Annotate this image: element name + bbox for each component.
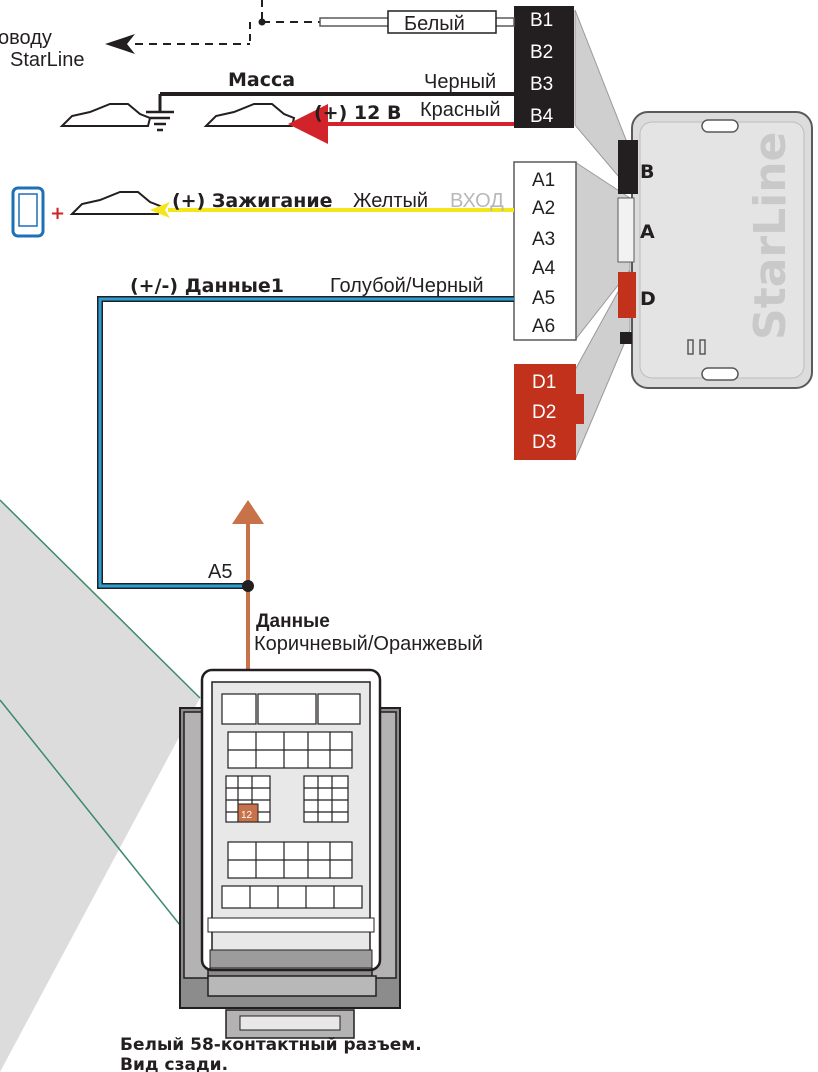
white-wire-label: Белый — [404, 13, 465, 35]
starline-lead-line1: оводу — [0, 27, 52, 49]
ground-color: Черный — [424, 71, 496, 93]
ground-wire: Масса Черный — [146, 69, 514, 132]
white-wire: Белый оводу StarLine — [0, 0, 515, 71]
phone-icon — [11, 186, 45, 238]
port-a-label: A — [640, 221, 655, 243]
pin-a2: A2 — [532, 198, 555, 219]
car-wire-title: Данные — [256, 611, 330, 632]
data1-wire: (+/-) Данные1 Голубой/Черный A5 — [97, 275, 514, 589]
zoom-cone — [0, 500, 200, 1072]
ignition-direction: ВХОД — [450, 190, 504, 212]
pin-d3: D3 — [532, 432, 556, 453]
car-wire-color: Коричневый/Оранжевый — [254, 633, 483, 655]
junction-pin-label: A5 — [208, 561, 232, 583]
connector-a: A1 A2 A3 A4 A5 A6 — [513, 161, 577, 341]
pin-b4: B4 — [530, 106, 554, 127]
connector-d: D1 D2 D3 — [514, 364, 584, 460]
module-brand: StarLine — [745, 132, 796, 340]
starline-module: StarLine B A D — [617, 111, 813, 389]
power-wire: (+) 12 В Красный — [288, 99, 514, 144]
pin-a6: A6 — [532, 316, 555, 337]
pin-a5: A5 — [532, 288, 555, 309]
pin-12-label: 12 — [241, 810, 253, 821]
power-color: Красный — [420, 99, 501, 121]
port-d-label: D — [640, 288, 656, 310]
starline-lead-line2: StarLine — [10, 49, 85, 71]
car-icon — [59, 103, 152, 127]
port-d — [618, 272, 636, 318]
ground-title: Масса — [228, 69, 295, 91]
data1-title: (+/-) Данные1 — [130, 275, 284, 297]
ignition-wire: (+) Зажигание Желтый ВХОД — [150, 190, 514, 218]
pin-a1: A1 — [532, 170, 555, 191]
pin-d1: D1 — [532, 372, 556, 393]
port-a — [617, 197, 635, 263]
car-icon — [69, 191, 162, 215]
power-title: (+) 12 В — [314, 102, 401, 124]
ignition-title: (+) Зажигание — [172, 190, 333, 212]
plus-sign: + — [50, 203, 65, 224]
pin-b2: B2 — [530, 42, 553, 63]
pin-b3: B3 — [530, 74, 553, 95]
data1-color: Голубой/Черный — [330, 275, 484, 297]
pin-b1: B1 — [530, 10, 553, 31]
vehicle-connector: 12 — [179, 668, 401, 1039]
caption-line2: Вид сзади. — [120, 1055, 228, 1072]
port-b-label: B — [640, 161, 654, 183]
port-b — [618, 140, 638, 194]
caption-line1: Белый 58-контактный разъем. — [120, 1035, 422, 1055]
car-icon — [203, 103, 296, 127]
pin-a3: A3 — [532, 229, 555, 250]
connector-b: B1 B2 B3 B4 — [514, 6, 574, 128]
pin-a4: A4 — [532, 258, 556, 279]
pin-d2: D2 — [532, 402, 556, 423]
ignition-color: Желтый — [353, 190, 428, 212]
